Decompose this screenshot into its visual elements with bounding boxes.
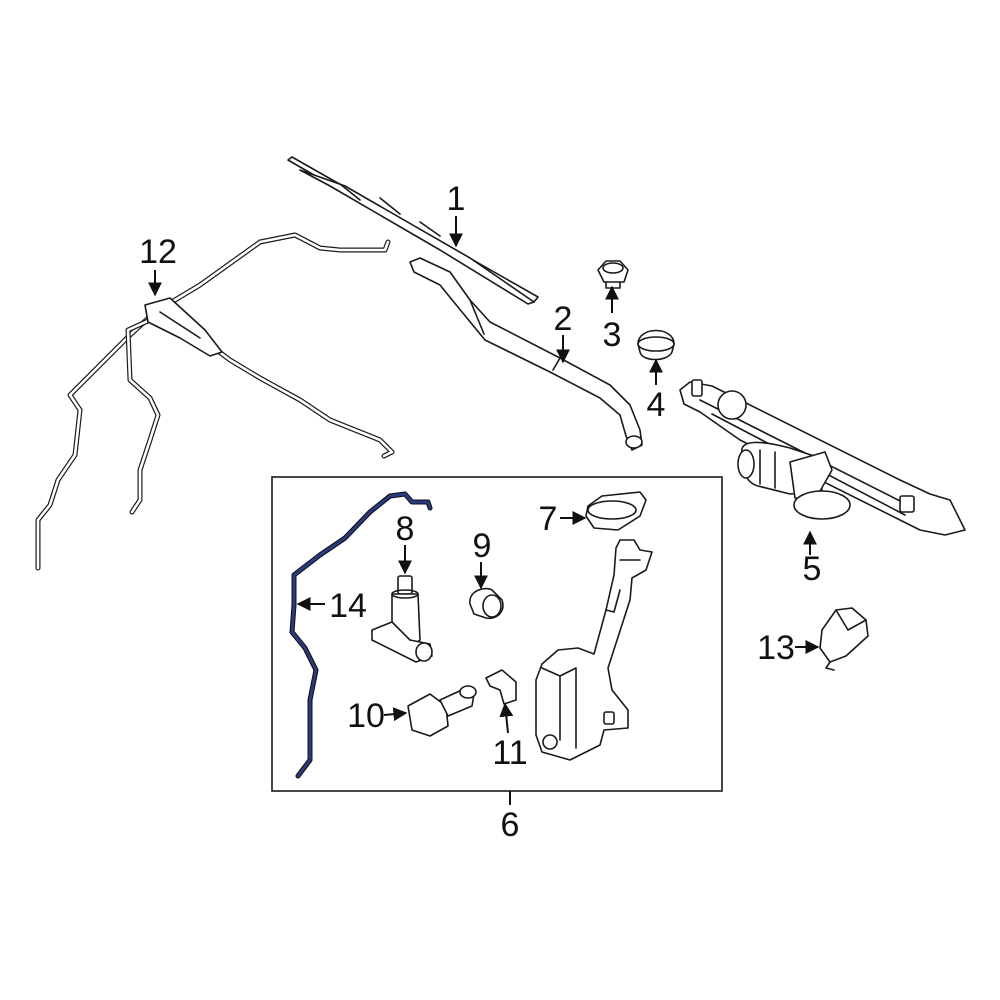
callout-11[interactable]: 11 [492, 734, 527, 772]
part-8-washer-pump[interactable] [371, 575, 433, 663]
callout-4[interactable]: 4 [647, 386, 666, 424]
callout-1[interactable]: 1 [447, 180, 466, 218]
leader-lines [148, 216, 820, 805]
part-1-wiper-blade[interactable] [287, 156, 539, 305]
part-10-level-sensor[interactable] [407, 685, 477, 737]
part-2-wiper-arm[interactable] [409, 257, 643, 451]
part-5-wiper-linkage-motor[interactable] [679, 379, 966, 536]
callout-2[interactable]: 2 [554, 300, 573, 338]
callout-6[interactable]: 6 [501, 806, 520, 844]
callout-13[interactable]: 13 [757, 629, 795, 667]
part-14-reservoir-hose[interactable] [289, 491, 433, 779]
callout-9[interactable]: 9 [473, 527, 492, 565]
callout-14[interactable]: 14 [329, 587, 367, 625]
part-6-washer-reservoir[interactable] [535, 539, 653, 761]
callout-10[interactable]: 10 [347, 697, 385, 735]
part-7-filler-cap[interactable] [585, 491, 647, 531]
part-3-nut[interactable] [597, 260, 629, 289]
callout-5[interactable]: 5 [803, 550, 822, 588]
callout-8[interactable]: 8 [396, 510, 415, 548]
callout-7[interactable]: 7 [539, 500, 558, 538]
part-12-washer-hose-assembly[interactable] [35, 232, 395, 571]
part-9-grommet[interactable] [469, 587, 504, 620]
callout-12[interactable]: 12 [139, 233, 177, 271]
part-11-clip[interactable] [485, 669, 517, 705]
reservoir-group-frame [271, 476, 723, 792]
callout-3[interactable]: 3 [603, 316, 622, 354]
part-4-cap[interactable] [637, 329, 675, 361]
part-13-washer-nozzle[interactable] [819, 607, 869, 671]
callout-labels: 1 2 3 4 5 6 7 8 9 10 11 12 13 14 [139, 180, 821, 844]
